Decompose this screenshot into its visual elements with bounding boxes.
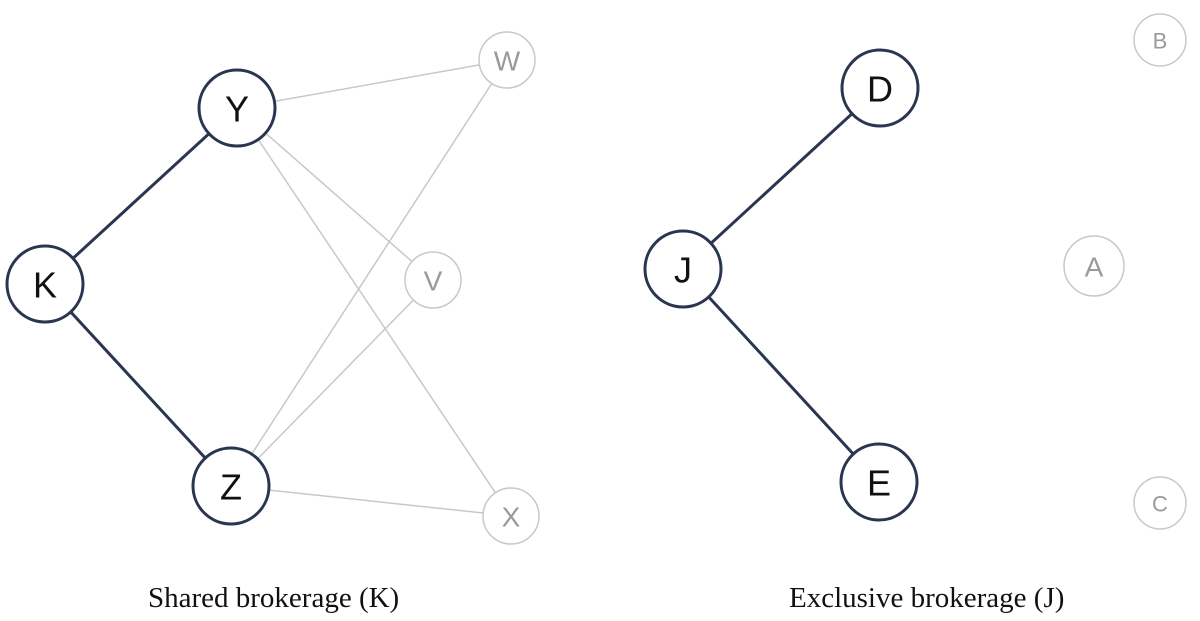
diagram-exclusive: J D E B A C <box>643 13 1187 530</box>
caption-exclusive-brokerage: Exclusive brokerage (J) <box>789 582 1065 614</box>
node-label: V <box>424 266 443 297</box>
node-circle <box>1063 235 1125 297</box>
edge-z-x <box>230 485 512 517</box>
node-j: J <box>643 229 723 309</box>
node-label: C <box>1152 492 1168 517</box>
edge-y-w <box>236 59 508 109</box>
node-circle <box>191 446 271 526</box>
caption-shared-brokerage: Shared brokerage (K) <box>148 582 400 614</box>
node-d: D <box>840 48 920 128</box>
edge-k-y <box>43 106 239 286</box>
node-w: W <box>478 31 536 89</box>
node-circle <box>197 68 277 148</box>
edge-j-d <box>681 86 882 271</box>
node-circle <box>839 442 919 522</box>
node-circle <box>1133 13 1187 67</box>
edge-z-w <box>230 59 508 487</box>
node-label: D <box>867 69 893 110</box>
node-label: Z <box>220 467 242 508</box>
node-circle <box>478 31 536 89</box>
node-circle <box>1133 476 1187 530</box>
node-label: E <box>867 463 891 504</box>
node-label: J <box>674 250 692 291</box>
node-label: B <box>1153 29 1168 54</box>
node-circle <box>643 229 723 309</box>
node-e: E <box>839 442 919 522</box>
edge-y-x <box>236 107 512 517</box>
node-circle <box>404 251 462 309</box>
node-circle <box>5 244 85 324</box>
edge-y-v <box>236 107 434 281</box>
node-label: Y <box>225 89 249 130</box>
node-b: B <box>1133 13 1187 67</box>
edge-j-e <box>681 267 881 484</box>
node-k: K <box>5 244 85 324</box>
node-label: W <box>494 46 521 77</box>
node-label: A <box>1085 252 1104 283</box>
node-label: X <box>502 502 521 533</box>
node-v: V <box>404 251 462 309</box>
edge-z-v <box>230 279 434 487</box>
node-z: Z <box>191 446 271 526</box>
node-circle <box>482 487 540 545</box>
node-circle <box>840 48 920 128</box>
node-a: A <box>1063 235 1125 297</box>
node-y: Y <box>197 68 277 148</box>
node-label: K <box>33 265 57 306</box>
node-x: X <box>482 487 540 545</box>
node-c: C <box>1133 476 1187 530</box>
edge-k-z <box>43 282 233 488</box>
diagram-shared: K Y Z W V X <box>5 31 540 545</box>
